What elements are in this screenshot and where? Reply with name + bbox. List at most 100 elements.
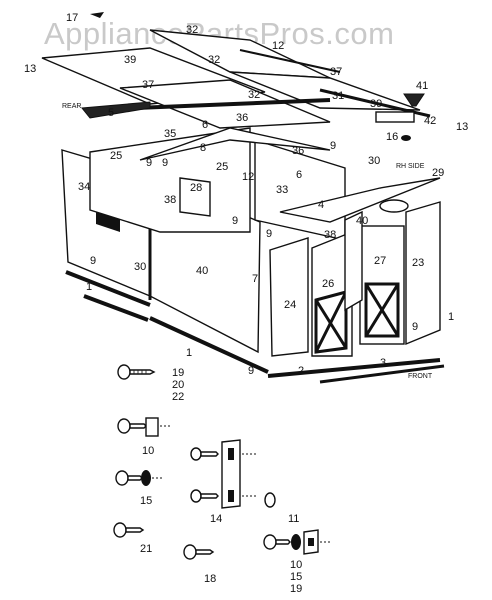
callout-32-top: 32 [186, 24, 198, 36]
callout-9-top: 9 [330, 140, 336, 152]
roof-end-trim [81, 101, 151, 119]
back-walls [89, 127, 346, 241]
callout-14: 14 [210, 513, 222, 525]
callout-9-left: 9 [146, 157, 152, 169]
callout-22: 22 [172, 391, 184, 403]
callout-41: 41 [416, 80, 428, 92]
callout-40-left: 40 [196, 265, 208, 277]
screw-assembly-10-15-19: 10 15 19 [263, 529, 332, 595]
callout-1-right: 1 [448, 311, 454, 323]
right-side-front [269, 201, 441, 357]
callout-assembly-15: 15 [290, 571, 302, 583]
vent-29 [379, 199, 409, 213]
screw-21: 21 [113, 522, 152, 555]
callout-18: 18 [204, 573, 216, 585]
callout-19: 19 [172, 367, 184, 379]
front-truss-4 [279, 177, 441, 223]
callout-27: 27 [374, 255, 386, 267]
bracket-14-with-screws: 14 11 [190, 439, 299, 525]
callout-17: 17 [66, 12, 78, 24]
knob-16 [401, 135, 411, 141]
vent-42 [375, 111, 415, 123]
callout-13-left: 13 [24, 63, 36, 75]
callout-9-centerright: 9 [266, 228, 272, 240]
callout-8: 8 [200, 142, 206, 154]
callout-16: 16 [386, 131, 398, 143]
callout-15: 15 [140, 495, 152, 507]
callout-25-mid: 25 [216, 161, 228, 173]
callout-2: 2 [298, 365, 304, 377]
callout-9-mid: 9 [162, 157, 168, 169]
callout-12-mid: 12 [242, 171, 254, 183]
callout-37-right: 37 [330, 66, 342, 78]
screw-19-20-22: 19 20 22 [117, 364, 184, 403]
callout-38-left: 38 [164, 194, 176, 206]
callout-10: 10 [142, 445, 154, 457]
callout-29: 29 [432, 167, 444, 179]
callout-7: 7 [252, 273, 258, 285]
callout-38-right: 38 [324, 229, 336, 241]
callout-39-left: 39 [124, 54, 136, 66]
callout-6-right: 6 [296, 169, 302, 181]
callout-6-top: 6 [202, 119, 208, 131]
label-rear: REAR [62, 103, 81, 110]
callout-34: 34 [78, 181, 90, 193]
bracket-17 [90, 12, 104, 18]
callout-23: 23 [412, 257, 424, 269]
door-27-x-panel [364, 282, 400, 338]
screw-10-with-clip: 10 [117, 417, 172, 457]
callout-42: 42 [424, 115, 436, 127]
small-parts-top-right [90, 12, 425, 213]
label-rh-side: RH SIDE [396, 163, 425, 170]
callout-9-bottom: 9 [248, 365, 254, 377]
callout-32-low: 32 [248, 89, 260, 101]
callout-1-left: 1 [86, 281, 92, 293]
callout-13-right: 13 [456, 121, 468, 133]
floor-rails [65, 270, 445, 384]
screw-18: 18 [183, 544, 216, 585]
roof-trim-top [239, 49, 341, 73]
callout-assembly-19: 19 [290, 583, 302, 595]
callout-31: 31 [332, 90, 344, 102]
screw-15-with-washer: 15 [115, 470, 164, 507]
wall-panel-23 [405, 201, 441, 346]
part-callouts: 17 32 12 13 39 32 37 37 32 31 39 41 REAR… [24, 12, 468, 380]
callout-11: 11 [288, 513, 299, 525]
washer-15 [141, 470, 151, 486]
callout-36-mid: 36 [292, 145, 304, 157]
callout-3: 3 [380, 357, 386, 369]
callout-36-top: 36 [236, 112, 248, 124]
callout-12-top: 12 [272, 40, 284, 52]
cupola-41 [403, 93, 425, 107]
callout-21: 21 [140, 543, 152, 555]
callout-24: 24 [284, 299, 296, 311]
hardware-details: 19 20 22 10 15 [113, 364, 332, 595]
callout-35: 35 [164, 128, 176, 140]
callout-33: 33 [276, 184, 288, 196]
callout-30-right: 30 [368, 155, 380, 167]
callout-1-front: 1 [186, 347, 192, 359]
callout-9-center: 9 [232, 215, 238, 227]
callout-5: 5 [108, 107, 114, 119]
callout-4: 4 [318, 199, 324, 211]
callout-9-right: 9 [412, 321, 418, 333]
callout-28: 28 [190, 182, 202, 194]
washer-11 [264, 492, 276, 508]
callout-39-right: 39 [370, 98, 382, 110]
back-wall-window-28 [179, 177, 211, 217]
callout-26: 26 [322, 278, 334, 290]
truss-8 [139, 127, 331, 161]
back-wall-25 [89, 127, 251, 233]
bracket-14 [221, 439, 241, 509]
callout-20: 20 [172, 379, 184, 391]
label-front: FRONT [408, 373, 433, 380]
callout-25-left: 25 [110, 150, 122, 162]
callout-assembly-10: 10 [290, 559, 302, 571]
callout-40-right: 40 [356, 215, 368, 227]
clip-10 [145, 417, 159, 437]
callout-32-mid: 32 [208, 54, 220, 66]
wall-panel-38 [344, 210, 363, 312]
callout-30-left: 30 [134, 261, 146, 273]
callout-37-left: 37 [142, 79, 154, 91]
